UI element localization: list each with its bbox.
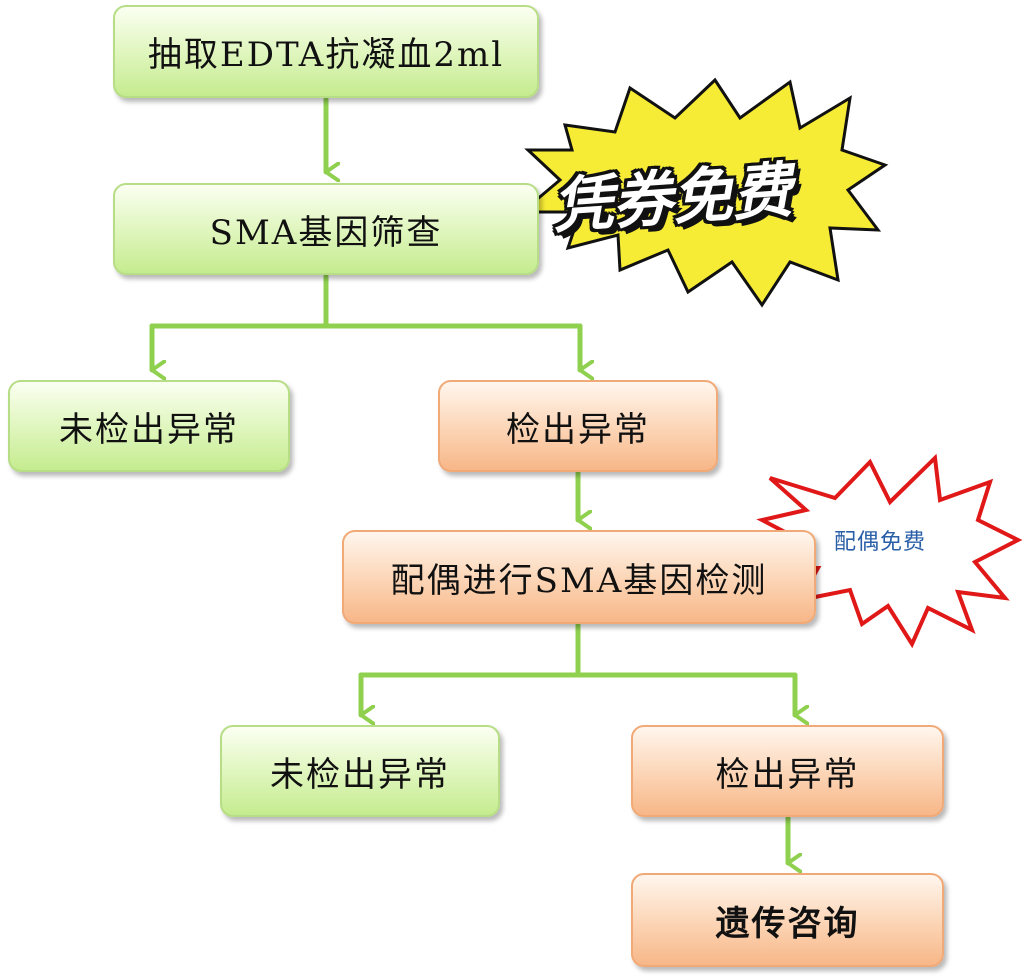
branch1-no-abnormality: 未检出异常 (8, 380, 290, 472)
branch1-abnormality-detected: 检出异常 (438, 380, 718, 472)
step-draw-blood-label: 抽取EDTA抗凝血2ml (147, 35, 505, 75)
step-sma-screening-label: SMA基因筛查 (209, 212, 443, 253)
branch2-no-abnormality-label: 未检出异常 (270, 754, 450, 795)
step-genetic-counseling-label: 遗传咨询 (715, 903, 860, 944)
spouse-free-badge-text: 配偶免费 (834, 530, 927, 555)
voucher-free-burst (517, 77, 889, 308)
step-draw-blood: 抽取EDTA抗凝血2ml (113, 5, 539, 98)
step-genetic-counseling: 遗传咨询 (631, 873, 944, 967)
step-spouse-test: 配偶进行SMA基因检测 (342, 530, 816, 624)
step-spouse-test-label: 配偶进行SMA基因检测 (390, 560, 768, 601)
branch2-no-abnormality: 未检出异常 (220, 725, 500, 817)
step-sma-screening: SMA基因筛查 (113, 183, 539, 275)
voucher-free-badge-text: 凭券免费 (550, 155, 795, 243)
branch1-no-abnormality-label: 未检出异常 (59, 409, 239, 450)
branch2-abnormality-detected: 检出异常 (631, 725, 944, 817)
branch1-abnormality-detected-label: 检出异常 (506, 409, 650, 450)
connectors (149, 96, 795, 863)
branch2-abnormality-detected-label: 检出异常 (715, 754, 860, 795)
